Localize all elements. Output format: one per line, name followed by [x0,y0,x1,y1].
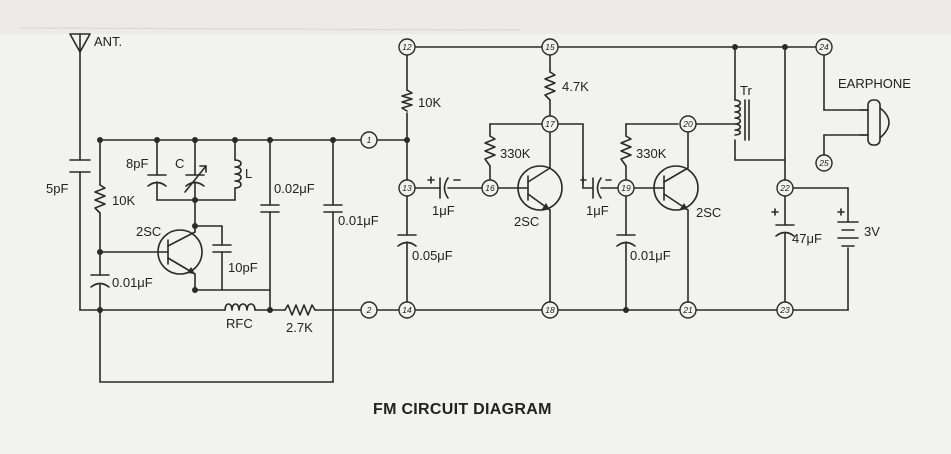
label-001-c: 0.01μF [630,248,671,263]
label-001-b: 0.01μF [338,213,379,228]
resistor-330k-b [620,135,632,167]
capacitor-1uf-a [439,177,449,199]
svg-text:12: 12 [402,42,412,52]
earphone-label: EARPHONE [838,76,911,91]
label-330k-a: 330K [500,146,531,161]
resistor-330k-a [484,135,496,167]
label-330k-b: 330K [636,146,667,161]
svg-text:23: 23 [779,305,790,315]
capacitor-001-c [616,234,636,247]
capacitor-1uf-b [592,177,602,199]
svg-text:18: 18 [545,305,555,315]
variable-capacitor [184,165,207,193]
label-2sc-b: 2SC [696,205,721,220]
svg-text:22: 22 [779,183,790,193]
svg-text:2: 2 [366,305,372,315]
label-005: 0.05μF [412,248,453,263]
svg-text:14: 14 [402,305,412,315]
transformer-tr [734,99,750,141]
label-1uf-b: 1μF [586,203,609,218]
label-3v: 3V [864,224,880,239]
transistor-2sc-a [517,165,563,211]
label-coil-l: L [245,166,252,181]
svg-text:19: 19 [621,183,631,193]
diagram-title: FM CIRCUIT DIAGRAM [373,401,552,418]
resistor-27k [284,304,316,316]
coil-l [234,159,242,189]
capacitor-47uf [771,208,795,237]
label-27k: 2.7K [286,320,313,335]
capacitor-8pf [147,174,167,187]
resistor-47k [544,71,556,101]
svg-text:1: 1 [367,135,372,145]
resistor-10k-stage1 [401,89,413,112]
label-10k-stage1: 10K [418,95,441,110]
svg-text:20: 20 [682,119,693,129]
label-001-osc: 0.01μF [112,275,153,290]
label-10pf: 10pF [228,260,258,275]
capacitor-10pf [212,244,232,253]
label-tr: Tr [740,83,752,98]
label-47uf: 47μF [792,231,822,246]
wires [69,33,869,383]
resistor-10k-osc [94,184,106,214]
earphone [859,99,890,146]
junction-dots [97,44,788,313]
label-2sc-osc: 2SC [136,224,161,239]
label-8pf: 8pF [126,156,148,171]
svg-text:16: 16 [485,183,495,193]
terminal-nodes: 1 2 12 13 14 15 16 17 18 19 20 21 22 23 … [360,38,833,319]
capacitor-5pf [69,159,91,173]
label-47k: 4.7K [562,79,589,94]
svg-text:17: 17 [545,119,555,129]
label-002: 0.02μF [274,181,315,196]
capacitor-005 [397,234,417,247]
label-var-c: C [175,156,184,171]
label-10k-osc: 10K [112,193,135,208]
svg-text:21: 21 [682,305,693,315]
label-rfc: RFC [226,316,253,331]
rfc-choke [224,303,256,311]
capacitor-001-b [323,204,343,213]
capacitor-001-osc [90,274,110,288]
label-2sc-a: 2SC [514,214,539,229]
svg-text:15: 15 [545,42,555,52]
svg-text:24: 24 [818,42,829,52]
label-5pf: 5pF [46,181,68,196]
label-1uf-a: 1μF [432,203,455,218]
capacitor-002 [260,204,280,213]
svg-text:25: 25 [818,158,829,168]
battery-3v [837,208,859,247]
transistor-2sc-b [653,165,699,211]
antenna-label: ANT. [94,34,122,49]
svg-text:13: 13 [402,183,412,193]
